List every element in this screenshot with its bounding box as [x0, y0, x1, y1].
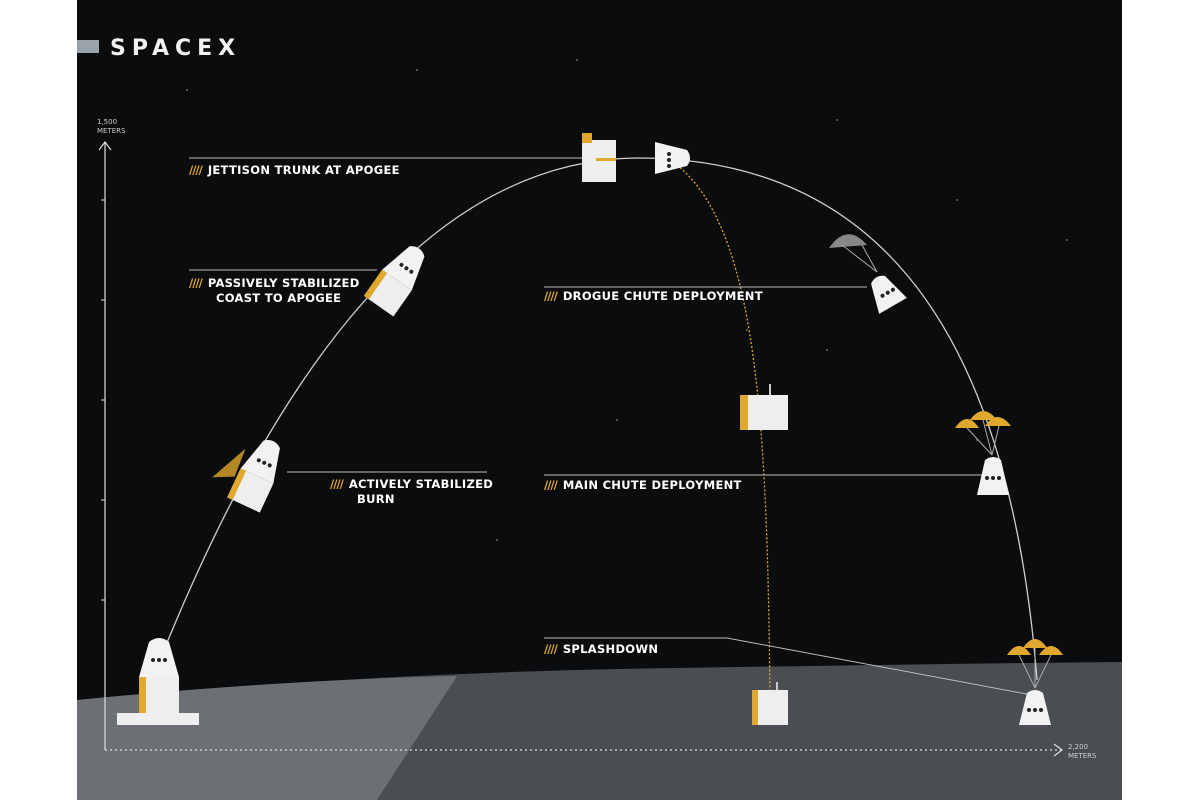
capsule-burn [212, 439, 280, 513]
trajectory-arc [161, 157, 1038, 681]
falling-trunk [740, 384, 788, 430]
x-axis-value: 2,200 [1068, 743, 1089, 751]
trunk-fall-path [676, 164, 771, 696]
capsule-main-chutes [955, 411, 1011, 495]
y-axis-unit: METERS [97, 127, 126, 135]
spacex-logo: SPACEX [110, 36, 242, 61]
stage-label-main-chute: ////MAIN CHUTE DEPLOYMENT [544, 478, 742, 492]
stage-label-burn: ////ACTIVELY STABILIZED BURN [330, 477, 494, 506]
launch-pad-capsule [117, 638, 199, 725]
y-axis-ticks [101, 199, 105, 601]
stage-label-drogue: ////DROGUE CHUTE DEPLOYMENT [544, 289, 763, 303]
capsule-coast [363, 246, 425, 317]
axes [98, 141, 1063, 757]
capsule-apogee [655, 142, 690, 174]
jettisoned-trunk-apogee [582, 133, 616, 182]
trunk-splash [752, 682, 788, 725]
x-axis-label: 2,200 METERS [1068, 743, 1096, 761]
infographic-panel: SPACEX 1,500 METERS 2,200 METERS ////JET… [77, 0, 1122, 800]
leader-lines [189, 157, 1033, 696]
stage-label-coast: ////PASSIVELY STABILIZED COAST TO APOGEE [189, 276, 360, 305]
y-axis-value: 1,500 [97, 118, 118, 126]
stage-label-jettison: ////JETTISON TRUNK AT APOGEE [189, 163, 400, 177]
trajectory-diagram [77, 59, 1122, 800]
y-axis-label: 1,500 METERS [97, 118, 125, 136]
stage-label-splashdown: ////SPLASHDOWN [544, 642, 659, 656]
x-axis-unit: METERS [1068, 752, 1097, 760]
capsule-splashdown [1007, 639, 1063, 725]
logo-bar [77, 40, 99, 53]
capsule-drogue [829, 234, 907, 314]
